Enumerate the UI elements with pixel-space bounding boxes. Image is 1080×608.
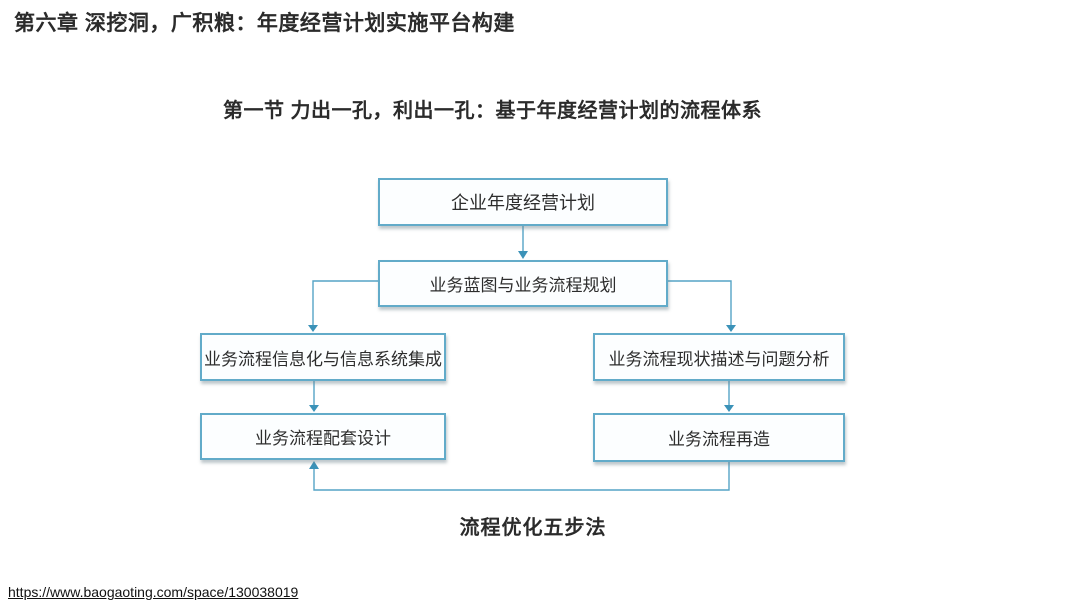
chapter-title: 第六章 深挖洞，广积粮：年度经营计划实施平台构建 xyxy=(14,12,515,35)
flow-node-annual-operating-plan: 企业年度经营计划 xyxy=(378,178,668,226)
arrowhead-down-reengineering xyxy=(724,405,734,412)
flow-node-process-supporting-design: 业务流程配套设计 xyxy=(200,413,446,460)
arrowhead-down-status-analysis xyxy=(726,325,736,332)
flow-node-business-blueprint-process-planning: 业务蓝图与业务流程规划 xyxy=(378,260,668,307)
connector-blueprint-to-informatization xyxy=(312,280,378,326)
flow-node-process-status-problem-analysis: 业务流程现状描述与问题分析 xyxy=(593,333,845,381)
flow-node-process-informatization-system-integration: 业务流程信息化与信息系统集成 xyxy=(200,333,446,381)
arrowhead-down-informatization xyxy=(308,325,318,332)
arrowhead-up-supporting-design xyxy=(309,461,319,469)
arrowhead-down-blueprint xyxy=(518,251,528,259)
diagram-caption: 流程优化五步法 xyxy=(459,517,607,539)
flow-node-process-reengineering: 业务流程再造 xyxy=(593,413,845,462)
footer-source-link[interactable]: https://www.baogaoting.com/space/1300380… xyxy=(8,584,299,600)
section-title: 第一节 力出一孔，利出一孔：基于年度经营计划的流程体系 xyxy=(223,100,763,122)
connector-reengineering-to-supporting-design xyxy=(313,462,730,491)
arrowhead-down-supporting-design xyxy=(309,405,319,412)
connector-blueprint-to-status-analysis xyxy=(668,280,732,326)
